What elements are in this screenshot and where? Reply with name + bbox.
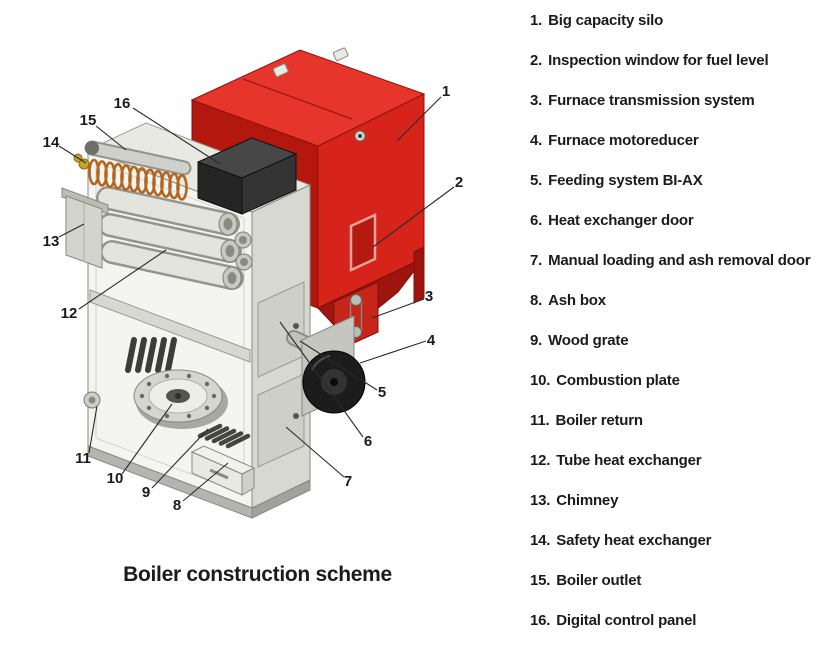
legend-item-15: 15. Boiler outlet: [530, 560, 825, 600]
legend-item-2: 2. Inspection window for fuel level: [530, 40, 825, 80]
callout-numbers: 1 2 3 4 5 6 7 8 9 10 11 12 13 14 15 16: [43, 83, 464, 514]
exchanger-tube: [100, 215, 240, 261]
legend-item-label: Feeding system BI-AX: [548, 171, 703, 189]
legend-item-13: 13. Chimney: [530, 480, 825, 520]
diagram-title: Boiler construction scheme: [123, 563, 392, 586]
ash-box-handle: [209, 468, 229, 480]
legend-item-label: Safety heat exchanger: [556, 531, 712, 549]
silo-lid-seam: [242, 78, 353, 120]
legend-item-number: 12.: [530, 451, 551, 469]
callout-number-1: 1: [442, 83, 450, 100]
callout-number-10: 10: [107, 470, 124, 487]
silo-hinge-icon: [332, 47, 349, 62]
legend-item-label: Inspection window for fuel level: [548, 51, 769, 69]
boiler-outlet: [84, 140, 192, 176]
silo-lock-keyhole: [358, 134, 362, 138]
callout-number-15: 15: [80, 112, 97, 129]
legend-item-label: Furnace transmission system: [548, 91, 755, 109]
boiler-base-side: [251, 479, 311, 519]
legend-item-10: 10. Combustion plate: [530, 360, 825, 400]
legend-item-label: Tube heat exchanger: [556, 451, 702, 469]
legend-item-8: 8. Ash box: [530, 280, 825, 320]
legend-item-label: Boiler return: [555, 411, 643, 429]
callout-number-3: 3: [425, 288, 433, 305]
callout-number-6: 6: [364, 433, 372, 450]
callout-number-11: 11: [75, 450, 91, 467]
legend-item-label: Combustion plate: [556, 371, 680, 389]
legend-item-1: 1. Big capacity silo: [530, 0, 825, 40]
legend-item-9: 9. Wood grate: [530, 320, 825, 360]
loading-ash-door: [257, 373, 305, 468]
exchanger-tube: [98, 188, 238, 234]
tube-heat-exchanger: [96, 186, 253, 290]
legend-item-number: 1.: [530, 11, 543, 29]
legend-item-label: Chimney: [556, 491, 619, 509]
legend-item-label: Boiler outlet: [556, 571, 642, 589]
digital-control-panel: [197, 137, 297, 215]
diagram-area: 1 2 3 4 5 6 7 8 9 10 11 12 13 14 15 16 B…: [43, 47, 464, 586]
legend-item-12: 12. Tube heat exchanger: [530, 440, 825, 480]
plate-holes: [139, 373, 217, 419]
legend-item-number: 7.: [530, 251, 543, 269]
silo-top-face: [190, 49, 426, 147]
legend-item-label: Furnace motoreducer: [548, 131, 699, 149]
inspection-window: [349, 213, 377, 272]
legend-item-label: Ash box: [548, 291, 606, 309]
legend-item-11: 11. Boiler return: [530, 400, 825, 440]
legend-item-5: 5. Feeding system BI-AX: [530, 160, 825, 200]
legend-item-3: 3. Furnace transmission system: [530, 80, 825, 120]
legend-item-16: 16. Digital control panel: [530, 600, 825, 640]
legend-item-label: Big capacity silo: [548, 11, 664, 29]
legend-item-number: 8.: [530, 291, 543, 309]
callout-number-7: 7: [344, 473, 352, 490]
legend-item-14: 14. Safety heat exchanger: [530, 520, 825, 560]
legend-item-number: 6.: [530, 211, 543, 229]
boiler-illustration: 1 2 3 4 5 6 7 8 9 10 11 12 13 14 15 16: [43, 47, 464, 519]
door-handle-icon: [293, 323, 299, 329]
valve-fitting-icon: [78, 158, 90, 170]
callout-number-5: 5: [378, 384, 386, 401]
callout-number-8: 8: [173, 497, 181, 514]
safety-heat-exchanger-coil: [73, 153, 188, 201]
callout-number-14: 14: [43, 134, 60, 151]
legend-item-number: 5.: [530, 171, 543, 189]
callout-number-9: 9: [142, 484, 150, 501]
legend-item-number: 2.: [530, 51, 543, 69]
legend-item-label: Heat exchanger door: [548, 211, 694, 229]
legend-item-number: 10.: [530, 371, 551, 389]
legend-item-number: 4.: [530, 131, 543, 149]
exchanger-tube: [102, 242, 242, 288]
legend-item-label: Wood grate: [548, 331, 629, 349]
callout-number-16: 16: [114, 95, 131, 112]
legend-item-number: 11.: [530, 411, 550, 429]
sprocket-icon: [350, 294, 362, 306]
burner-grill: [125, 337, 177, 373]
legend-item-7: 7. Manual loading and ash removal door: [530, 240, 825, 280]
chimney: [61, 187, 109, 269]
legend-item-number: 13.: [530, 491, 551, 509]
door-handle-icon: [293, 413, 299, 419]
legend-item-label: Digital control panel: [556, 611, 697, 629]
legend-item-number: 3.: [530, 91, 543, 109]
chamber-shelf: [89, 289, 251, 363]
callout-number-2: 2: [455, 174, 463, 191]
legend-item-number: 16.: [530, 611, 551, 629]
legend-item-4: 4. Furnace motoreducer: [530, 120, 825, 160]
legend-item-label: Manual loading and ash removal door: [548, 251, 811, 269]
callout-number-12: 12: [61, 305, 78, 322]
wood-grate: [197, 423, 251, 449]
leader-lines: [58, 96, 455, 502]
silo-hinge-icon: [272, 63, 289, 78]
outlet-pipe: [86, 142, 190, 174]
legend-item-6: 6. Heat exchanger door: [530, 200, 825, 240]
parts-legend: 1. Big capacity silo 2. Inspection window …: [530, 0, 825, 640]
silo-leg: [413, 246, 425, 304]
outlet-flange: [85, 141, 99, 155]
legend-item-number: 14.: [530, 531, 551, 549]
combustion-chamber: [83, 289, 256, 496]
callout-number-4: 4: [427, 332, 436, 349]
legend-item-number: 15.: [530, 571, 551, 589]
callout-number-13: 13: [43, 233, 60, 250]
legend-item-number: 9.: [530, 331, 543, 349]
